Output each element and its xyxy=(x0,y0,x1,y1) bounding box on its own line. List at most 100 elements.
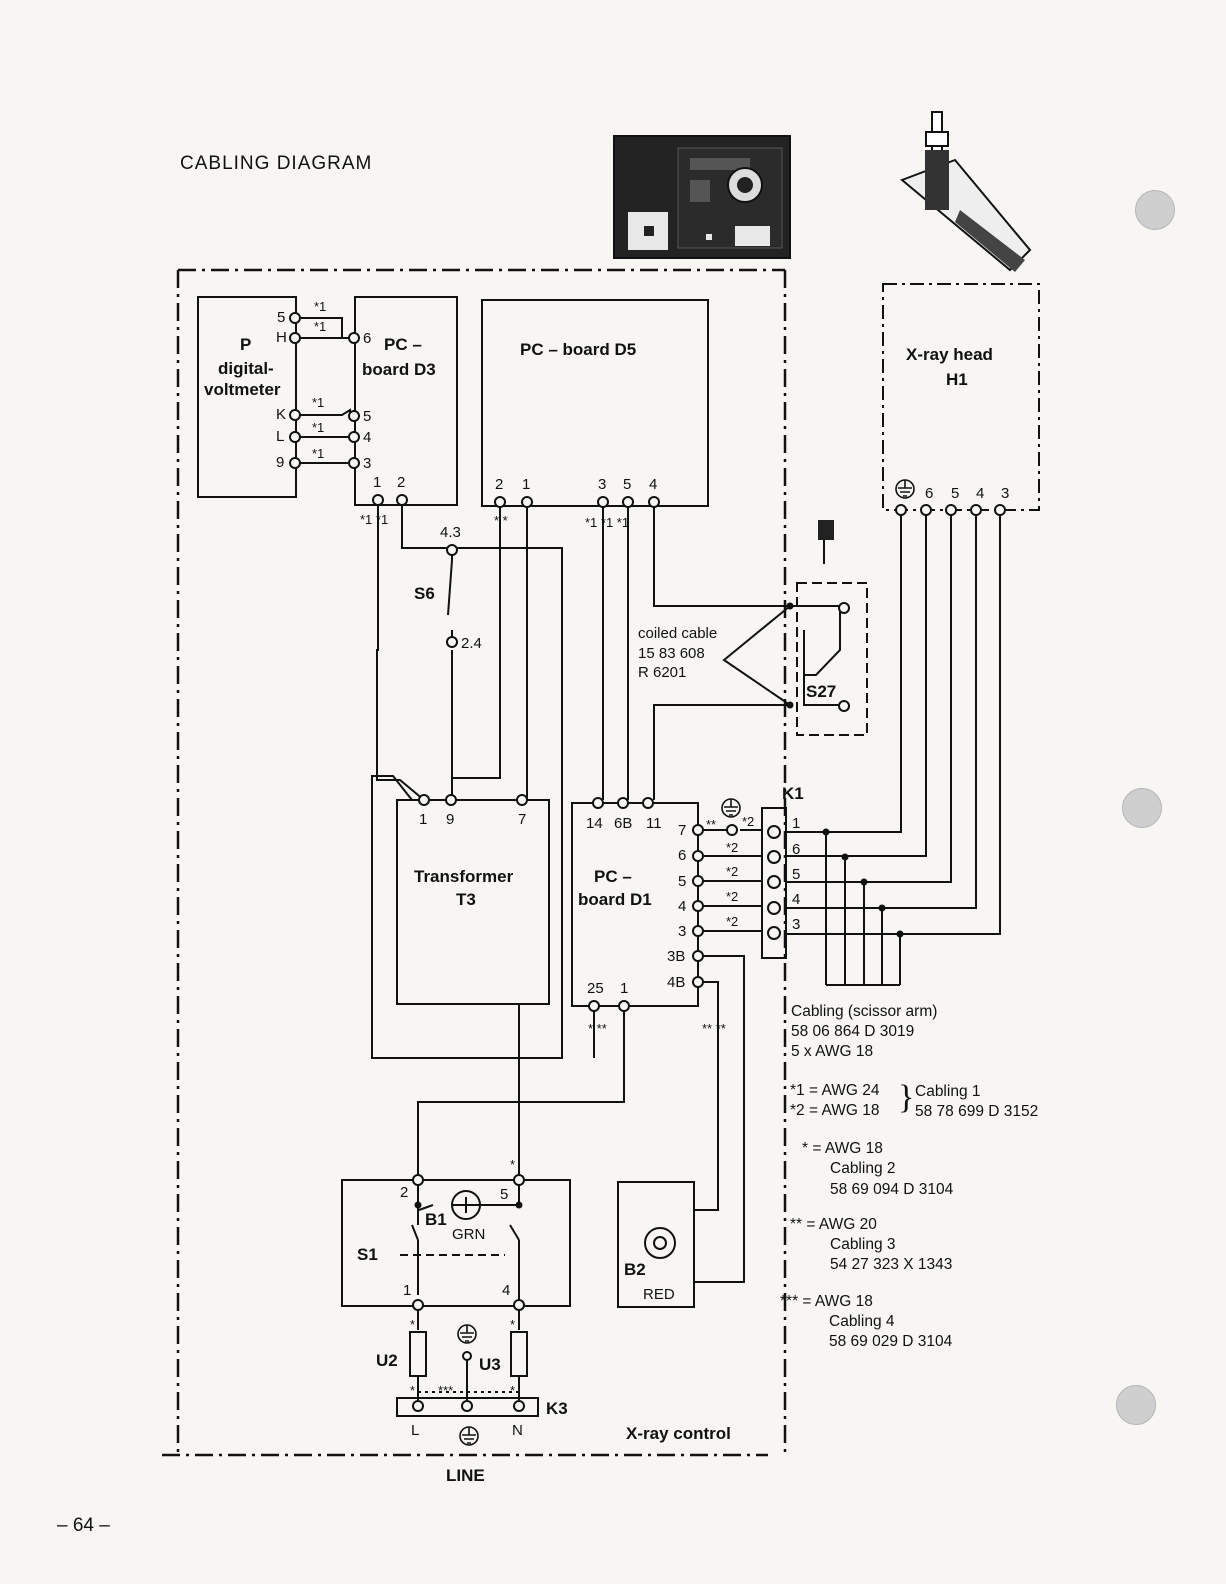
fuse-star-mark: * xyxy=(410,1317,416,1332)
k3-terminal-n: N xyxy=(512,1422,523,1439)
legend-awg24: *1 = AWG 24 xyxy=(790,1082,880,1099)
voltmeter-label-2: digital- xyxy=(218,359,274,378)
s27-label: S27 xyxy=(806,682,837,701)
d1-terminal-14: 14 xyxy=(586,815,603,832)
b2-label: B2 xyxy=(624,1260,646,1279)
ground-tstar-mark: *** xyxy=(438,1383,454,1398)
legend-cabling4-code: 58 69 029 D 3104 xyxy=(829,1333,953,1350)
d3-label-2: board D3 xyxy=(362,360,436,379)
scissor-cabling-name: Cabling (scissor arm) xyxy=(791,1003,938,1020)
d3-terminal-2: 2 xyxy=(397,474,406,491)
fuse-star-mark: * xyxy=(510,1383,516,1398)
u2-label: U2 xyxy=(376,1351,398,1370)
s1-star-mark: * xyxy=(510,1157,516,1172)
voltmeter-terminal-9: 9 xyxy=(276,454,285,471)
binder-hole-middle xyxy=(1122,788,1162,828)
d1-terminal-7: 7 xyxy=(678,822,687,839)
legend-star: * = AWG 18 xyxy=(802,1140,883,1157)
legend-cabling2-name: Cabling 2 xyxy=(830,1160,896,1177)
d5-terminal-1: 1 xyxy=(522,476,531,493)
k3-terminal-l: L xyxy=(411,1422,420,1439)
ground-symbols xyxy=(457,479,915,1446)
d1-label-1: PC – xyxy=(594,867,632,886)
wire-mark: *1 xyxy=(312,395,325,410)
d5-pair-marks: * * xyxy=(494,513,508,528)
d3-terminal-4: 4 xyxy=(363,429,372,446)
d1-terminal-11: 11 xyxy=(646,815,662,832)
control-enclosure-frame xyxy=(162,268,787,1457)
d1-dstar-mark: ** xyxy=(706,817,717,832)
wire-mark: *2 xyxy=(726,864,739,879)
fuse-u2 xyxy=(409,1331,427,1377)
pointing-hand-icon xyxy=(818,520,834,564)
u3-label: U3 xyxy=(479,1355,501,1374)
d5-label: PC – board D5 xyxy=(520,340,637,359)
d1-terminal-4b: 4B xyxy=(667,974,686,991)
voltmeter-label-3: voltmeter xyxy=(204,380,281,399)
wire-mark: *2 xyxy=(726,840,739,855)
lamp-b2 xyxy=(644,1227,676,1259)
xray-control-label: X-ray control xyxy=(626,1424,731,1443)
control-unit-illustration xyxy=(613,135,791,259)
lamp-b1 xyxy=(451,1190,481,1220)
coiled-cable-ref: R 6201 xyxy=(638,664,687,681)
legend-brace: } xyxy=(898,1079,915,1116)
d3-terminal-3: 3 xyxy=(363,455,372,472)
k1-terminal-5: 5 xyxy=(792,866,801,883)
s27-enclosure xyxy=(796,582,868,736)
b2-box xyxy=(617,1181,695,1308)
s6-terminal-43: 4.3 xyxy=(440,524,461,541)
xray-head-terminal-4: 4 xyxy=(976,485,985,502)
transformer-terminal-7: 7 xyxy=(518,811,527,828)
wire-mark: *1 xyxy=(312,446,325,461)
legend-tstar: *** = AWG 18 xyxy=(780,1293,873,1310)
voltmeter-terminal-l: L xyxy=(276,428,285,445)
coiled-cable-name: coiled cable xyxy=(638,625,718,642)
page-title: CABLING DIAGRAM xyxy=(180,153,373,174)
d3-box xyxy=(354,296,458,506)
wire-mark: *1 xyxy=(312,420,325,435)
xray-head-terminal-6: 6 xyxy=(925,485,934,502)
legend-cabling1-name: Cabling 1 xyxy=(915,1083,981,1100)
d3-terminal-5: 5 xyxy=(363,408,372,425)
binder-hole-bottom xyxy=(1116,1385,1156,1425)
s6-terminal-24: 2.4 xyxy=(461,635,482,652)
transformer-label-1: Transformer xyxy=(414,867,514,886)
voltmeter-terminal-k: K xyxy=(276,406,287,423)
s1-box xyxy=(341,1179,571,1307)
voltmeter-box xyxy=(197,296,297,498)
d5-terminal-4: 4 xyxy=(649,476,658,493)
transformer-terminal-9: 9 xyxy=(446,811,455,828)
scissor-cabling-wire: 5 x AWG 18 xyxy=(791,1043,874,1060)
legend-cabling3-code: 54 27 323 X 1343 xyxy=(830,1256,953,1273)
xray-head-label-2: H1 xyxy=(946,370,968,389)
voltmeter-terminal-h: H xyxy=(276,329,287,346)
xray-head-label-1: X-ray head xyxy=(906,345,993,364)
line-label: LINE xyxy=(446,1466,485,1485)
fuse-star-mark: * xyxy=(410,1383,416,1398)
transformer-label-2: T3 xyxy=(456,890,476,909)
voltmeter-terminal-5: 5 xyxy=(277,309,286,326)
legend-cabling3-name: Cabling 3 xyxy=(830,1236,896,1253)
s1-terminal-2: 2 xyxy=(400,1184,409,1201)
terminal-markers xyxy=(289,312,1006,1412)
wire-mark: *2 xyxy=(726,889,739,904)
wire-mark: *2 xyxy=(726,914,739,929)
d1-side-marks: ** ** xyxy=(702,1021,726,1036)
fuse-u3 xyxy=(510,1331,528,1377)
d5-terminal-3: 3 xyxy=(598,476,607,493)
b1-label: B1 xyxy=(425,1210,447,1229)
k1-terminal-6: 6 xyxy=(792,841,801,858)
page-number: – 64 – xyxy=(57,1515,110,1536)
d3-terminal-6: 6 xyxy=(363,330,372,347)
k3-label: K3 xyxy=(546,1399,568,1418)
xray-head-illustration xyxy=(900,111,1032,272)
coiled-cable-code: 15 83 608 xyxy=(638,645,705,662)
scissor-cabling-code: 58 06 864 D 3019 xyxy=(791,1023,915,1040)
k1-terminal-3: 3 xyxy=(792,916,801,933)
legend-cabling4-name: Cabling 4 xyxy=(829,1313,895,1330)
s1-terminal-1: 1 xyxy=(403,1282,412,1299)
xray-head-terminal-5: 5 xyxy=(951,485,960,502)
